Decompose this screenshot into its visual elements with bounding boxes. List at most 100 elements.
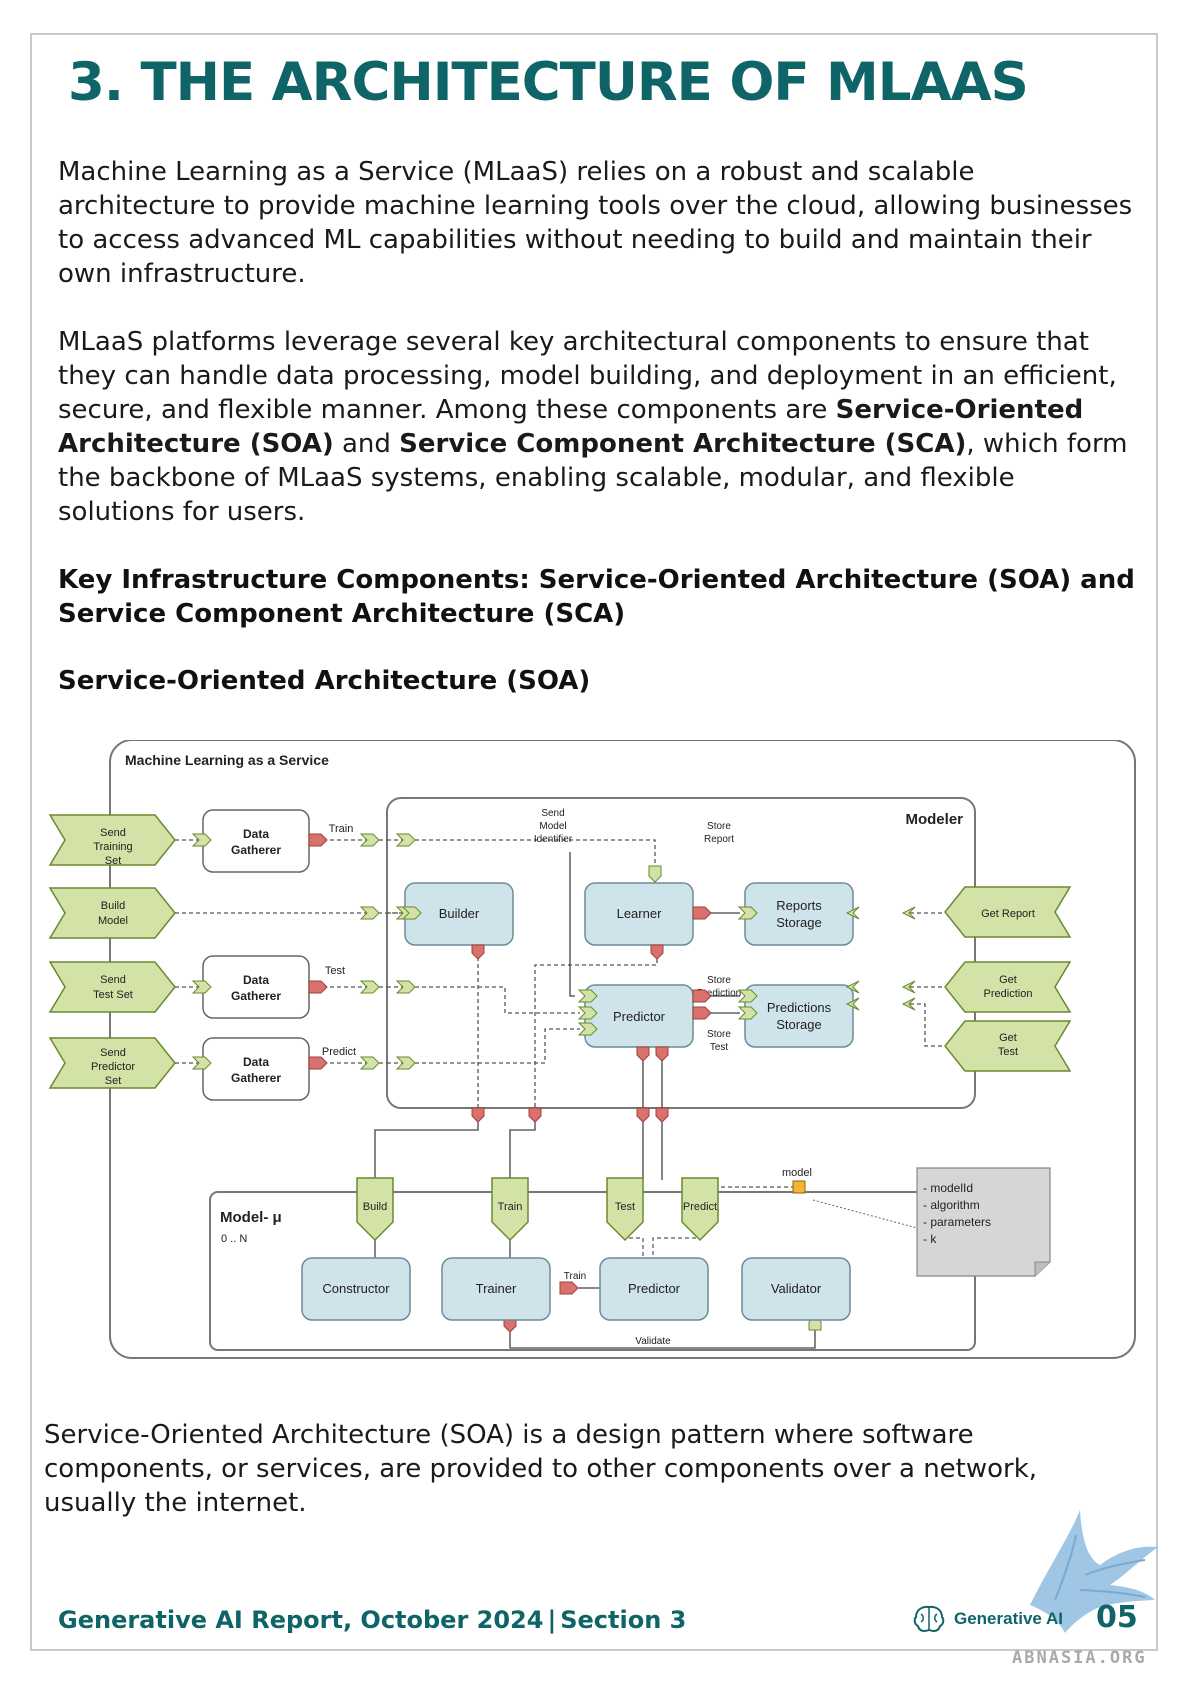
svg-text:- algorithm: - algorithm [923,1198,980,1212]
svg-text:Validator: Validator [771,1281,822,1296]
svg-text:Reports: Reports [776,898,822,913]
builder-component: Builder [404,882,514,946]
input-label: Set [105,855,122,867]
components-paragraph: MLaaS platforms leverage several key arc… [58,325,1138,529]
gatherer-label: Predict [322,1046,356,1058]
intro-paragraph: Machine Learning as a Service (MLaaS) re… [58,157,1133,289]
store-prediction-label: Store [707,975,731,986]
send-model-identifier-label: Send [541,808,564,819]
input-send-test-set: Send Test Set [48,961,176,1013]
model-mu-label: Model- μ [220,1209,282,1226]
store-test-label: Store [707,1029,731,1040]
svg-text:Gatherer: Gatherer [231,989,281,1003]
gatherer-label: Test [325,965,345,977]
input-label: Set [105,1075,122,1087]
learner-component: Learner [584,882,694,946]
input-label: Training [93,841,132,853]
svg-text:Constructor: Constructor [322,1281,390,1296]
soa-description: Service-Oriented Architecture (SOA) is a… [44,1420,1038,1518]
constructor-component: Constructor [301,1257,411,1321]
svg-text:Builder: Builder [439,906,480,921]
svg-text:Learner: Learner [617,906,662,921]
model-port [792,1180,806,1194]
output-label: Test [998,1046,1018,1058]
input-label: Predictor [91,1061,135,1073]
svg-text:Data: Data [243,973,269,987]
page-frame [30,33,1158,1651]
brain-icon [913,1605,945,1632]
footer-separator: | [547,1606,557,1634]
input-label: Send [100,1047,126,1059]
trainer-component: Trainer [441,1257,551,1321]
soa-term: Service-Oriented Architecture (SOA) [58,395,1084,459]
output-label: Get Report [981,908,1035,920]
page-title: 3. THE ARCHITECTURE OF MLAAS [68,52,1029,113]
container-label: Machine Learning as a Service [125,752,329,768]
svg-text:Train: Train [498,1201,523,1213]
predictions-storage-component: Predictions Storage [744,984,854,1048]
svg-text:Test: Test [710,1042,729,1053]
svg-text:Predictor: Predictor [628,1281,681,1296]
input-send-training-set: Send Training Set [48,814,176,867]
validator-component: Validator [741,1257,851,1321]
output-get-report: Get Report [944,886,1072,938]
svg-text:Storage: Storage [776,1017,822,1032]
input-build-model: Build Model [48,887,176,939]
model-port-label: model [782,1167,812,1179]
svg-text:- k: - k [923,1232,937,1246]
store-report-label: Store [707,821,731,832]
page-number: 05 [1096,1600,1138,1635]
footer-section: Section 3 [560,1606,687,1634]
components-tail: , which form the backbone of MLaaS syste… [58,429,1128,527]
site-watermark: ABNASIA.ORG [1012,1648,1147,1668]
svg-text:Data: Data [243,1055,269,1069]
port-predict: Predict [681,1177,719,1242]
footer-brand: Generative AI [912,1604,1063,1634]
svg-text:Predictions: Predictions [767,1000,832,1015]
bird-watermark-icon [1030,1510,1158,1633]
svg-text:Test: Test [615,1201,635,1213]
svg-text:Report: Report [704,834,734,845]
modeler-label: Modeler [905,811,963,828]
components-lead: MLaaS platforms leverage several key arc… [58,327,1117,425]
svg-text:Identifier: Identifier [534,834,573,845]
model-note: - modelId - algorithm - parameters - k [916,1167,1051,1277]
input-send-predictor-set: Send Predictor Set [48,1037,176,1089]
components-and: and [333,429,400,459]
svg-text:- parameters: - parameters [923,1215,991,1229]
svg-text:- modelId: - modelId [923,1181,973,1195]
port-train: Train [491,1177,529,1242]
svg-text:Model: Model [539,821,566,832]
inner-predictor-component: Predictor [599,1257,709,1321]
input-label: Model [98,915,128,927]
validate-connector-label: Validate [635,1336,671,1347]
svg-text:Gatherer: Gatherer [231,1071,281,1085]
gatherer-label: Train [329,823,354,835]
sca-term: Service Component Architecture (SCA) [399,429,967,459]
input-label: Build [101,900,125,912]
brand-name: Generative AI [954,1609,1063,1628]
output-label: Prediction [984,988,1033,1000]
data-gatherer-predict: Data Gatherer Predict [202,1037,356,1101]
port-build: Build [356,1177,394,1242]
input-label: Send [100,827,126,839]
model-mu-multiplicity: 0 .. N [221,1233,247,1245]
svg-text:Build: Build [363,1201,387,1213]
svg-text:Predict: Predict [683,1201,717,1213]
input-label: Test Set [93,989,133,1001]
svg-text:Trainer: Trainer [476,1281,517,1296]
train-connector-label: Train [564,1271,586,1282]
modeler-container [386,797,976,1109]
input-label: Send [100,974,126,986]
svg-text:Predictor: Predictor [613,1009,666,1024]
svg-text:Gatherer: Gatherer [231,843,281,857]
data-gatherer-train: Data Gatherer Train [202,809,354,873]
mlaas-architecture-diagram: Machine Learning as a Service Modeler Mo… [45,739,1155,1370]
output-get-prediction: Get Prediction [944,961,1072,1013]
output-get-test: Get Test [944,1020,1072,1072]
svg-text:Data: Data [243,827,269,841]
footer-report-title: Generative AI Report, October 2024 [58,1606,544,1634]
reports-storage-component: Reports Storage [744,882,854,946]
output-label: Get [999,1032,1017,1044]
key-components-heading: Key Infrastructure Components: Service-O… [58,565,1135,629]
